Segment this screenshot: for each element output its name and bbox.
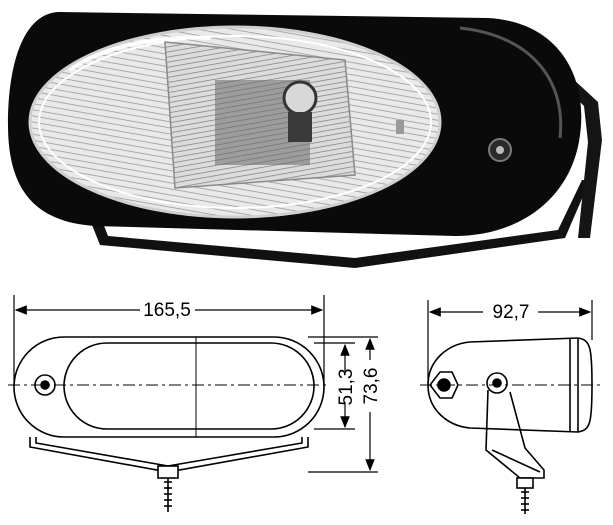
front-bolt-nut <box>157 465 179 479</box>
side-pivot-icon <box>486 372 508 394</box>
lens-glare <box>68 35 211 72</box>
front-screw-icon <box>34 374 56 396</box>
side-body-outline <box>427 337 593 433</box>
lens-inner-ring <box>38 35 432 209</box>
bulb <box>282 80 318 116</box>
side-bracket <box>485 389 545 479</box>
side-bracket-arm <box>566 78 602 238</box>
lens-marking <box>396 120 404 134</box>
side-depth-label: 92,7 <box>493 302 530 323</box>
mounting-bracket <box>80 180 590 268</box>
height-dimensions <box>308 336 378 473</box>
product-photo <box>8 12 602 268</box>
housing-highlight <box>459 26 563 139</box>
side-bolt-nut <box>516 477 534 489</box>
side-screw-boss <box>428 371 459 399</box>
total-height-label: 73,6 <box>361 368 382 405</box>
side-view-drawing <box>420 337 600 514</box>
bulb-socket <box>288 112 312 142</box>
side-depth-dimension <box>427 300 593 385</box>
front-width-dimension <box>13 295 325 385</box>
lens-height-label: 51,3 <box>336 369 357 406</box>
front-width-label: 165,5 <box>143 300 191 321</box>
front-view-drawing <box>8 336 330 512</box>
front-lens-outline <box>63 342 315 430</box>
front-body-outline <box>13 336 325 438</box>
